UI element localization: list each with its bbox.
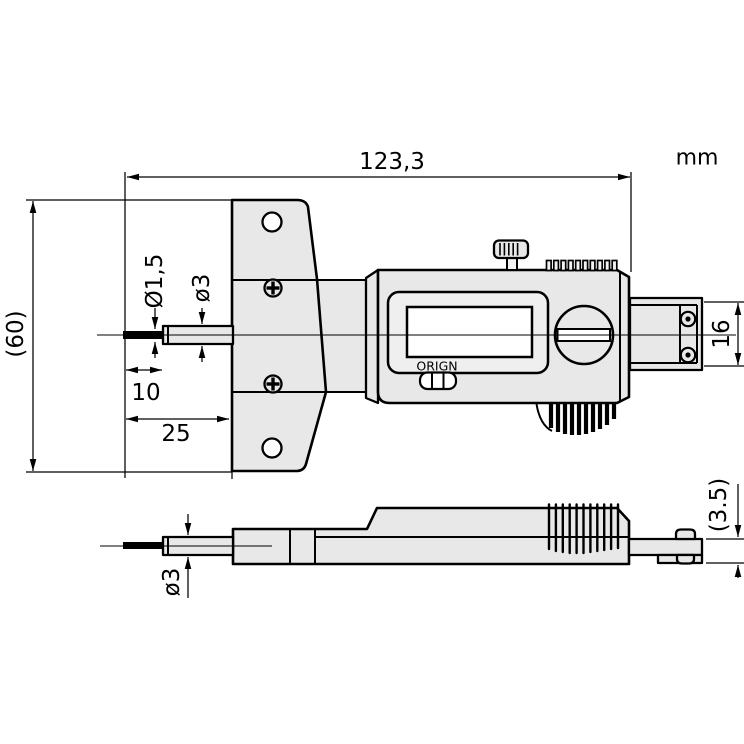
bar-screw-top (679, 310, 697, 328)
dim-pin-length: 10 (126, 366, 162, 406)
depth-bar (628, 296, 704, 372)
bar-screw-head-top (674, 528, 697, 541)
dim-probe-projection: 25 (126, 415, 229, 447)
bar-screw-bottom (679, 346, 697, 364)
units-note: mm (676, 146, 719, 171)
lcd-screen (405, 305, 534, 359)
extension-lines (26, 172, 744, 479)
side-depth-bar (627, 528, 704, 565)
front-view: 123,3 mm (60) (3, 146, 744, 479)
side-grip-serrations (547, 503, 620, 555)
top-grip-serrations (545, 259, 618, 272)
bar-screw-head-bottom (675, 553, 696, 565)
plate-screw-bottom (263, 374, 283, 394)
dim-overall-height-text: (60) (3, 310, 29, 357)
dim-side-sleeve-diameter-text: ø3 (159, 568, 185, 597)
dim-pin-length-text: 10 (131, 380, 160, 406)
dim-bar-width-text: 16 (709, 319, 735, 348)
housing-left-chamfer (364, 268, 380, 405)
dim-overall-height: (60) (3, 201, 37, 471)
dim-bar-thickness: (3.5) (706, 478, 744, 578)
dim-bar-width: 16 (709, 303, 742, 365)
bottom-grip-serrations (535, 403, 617, 435)
dim-bar-thickness-text: (3.5) (706, 478, 732, 533)
dim-overall-length: 123,3 (127, 149, 630, 181)
dim-overall-length-text: 123,3 (359, 149, 425, 175)
dim-sleeve-diameter: ø3 (189, 274, 215, 362)
origin-button-label: ORIGN (416, 359, 457, 374)
dim-pin-diameter-text: Ø1,5 (142, 254, 168, 309)
dim-side-sleeve-diameter: ø3 (159, 514, 192, 598)
dim-pin-diameter: Ø1,5 (142, 254, 168, 358)
dim-sleeve-diameter-text: ø3 (189, 274, 215, 303)
origin-button (418, 371, 458, 391)
plate-screw-top (263, 278, 283, 298)
dim-probe-projection-text: 25 (161, 421, 190, 447)
mounting-hole-bottom (261, 437, 283, 459)
mounting-hole-top (261, 211, 283, 233)
side-view: ø3 (3.5) (100, 478, 744, 598)
clamp-screw (492, 239, 530, 271)
